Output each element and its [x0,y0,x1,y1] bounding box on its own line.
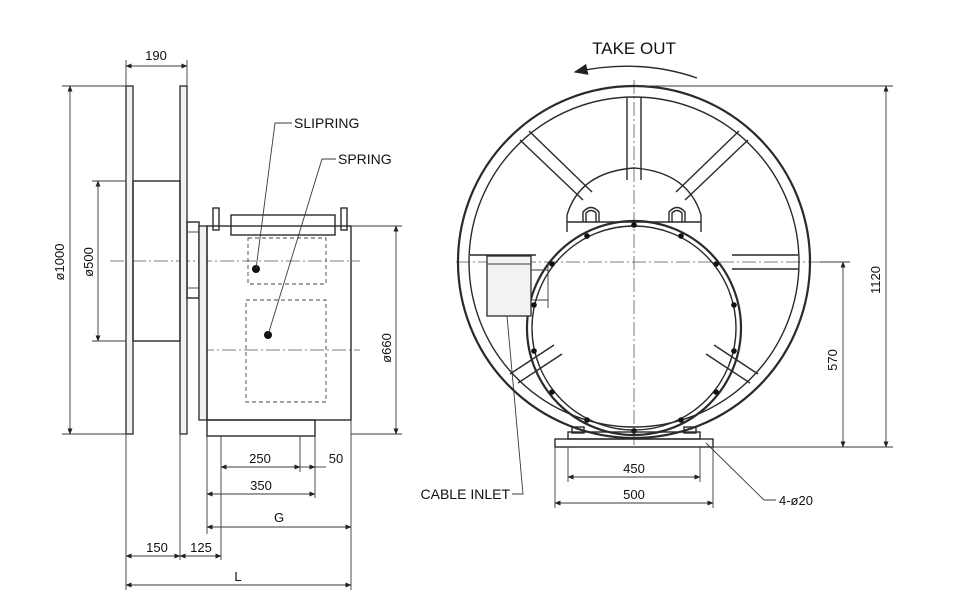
take-out-label: TAKE OUT [592,39,676,58]
holes-leader [705,442,776,501]
housing-body [206,225,352,421]
dim-50: 50 [329,451,343,466]
base-plate [206,419,316,437]
dim-body-dia: ø660 [379,333,394,363]
spring-hidden [245,299,327,403]
base-bottom [554,438,714,448]
dim-150: 150 [146,540,168,555]
lift-loop-right [668,206,686,222]
shaft-coupling [186,221,200,299]
dim-450: 450 [623,461,645,476]
cable-inlet-leader [506,315,524,495]
slipring-leader [255,122,292,270]
lug-left [212,207,220,231]
dim-holes: 4-ø20 [779,493,813,508]
spring-leader [267,158,336,336]
housing-circle [525,219,743,437]
body-plate [198,225,208,421]
front-view: TAKE OUT CABLE INLET 450 500 4-ø20 1120 … [421,39,893,508]
dim-125: 125 [190,540,212,555]
lift-loop-left [582,206,600,222]
housing-bolts [531,222,737,434]
lug-right [340,207,348,231]
dim-190: 190 [145,48,167,63]
hub-dome [566,167,702,216]
dim-g: G [274,510,284,525]
spring-label: SPRING [338,151,392,167]
side-view: SLIPRING SPRING 190 ø1000 ø500 ø660 250 [52,48,402,590]
left-flange [125,85,134,435]
right-flange [179,85,188,435]
top-box [230,214,336,236]
cable-inlet-box [486,255,532,317]
dim-350: 350 [250,478,272,493]
drum-hub [132,180,181,342]
dim-1120: 1120 [868,266,883,294]
dim-250: 250 [249,451,271,466]
dim-500: 500 [623,487,645,502]
slipring-hidden [247,237,327,285]
flange-inner-ring [468,96,800,428]
dim-flange-dia: ø1000 [52,244,67,281]
dim-570: 570 [825,349,840,371]
take-out-arrow [573,63,698,79]
cable-inlet-label: CABLE INLET [421,486,511,502]
dim-hub-dia: ø500 [81,247,96,277]
dim-l: L [234,569,241,584]
slipring-label: SLIPRING [294,115,359,131]
